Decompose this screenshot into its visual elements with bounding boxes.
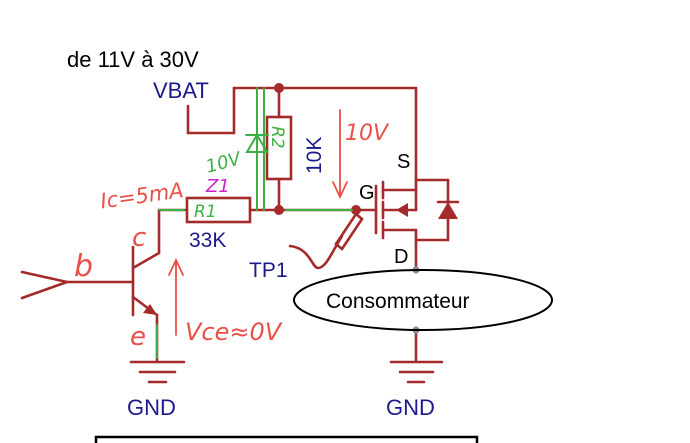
tp1-probe-body — [334, 212, 364, 251]
vce-annotation: Vce≈0V — [185, 318, 283, 346]
drain-label: D — [394, 246, 408, 268]
node-r2-bottom — [274, 205, 284, 215]
npn-emitter-arrow — [143, 304, 157, 315]
base-annotation: b — [74, 249, 93, 284]
mosfet-arrow — [396, 203, 408, 217]
node-gate — [351, 205, 361, 215]
gate-voltage-annotation: 10V — [345, 121, 390, 146]
node-top — [274, 83, 284, 93]
zener-voltage-annotation: 10V — [204, 148, 245, 178]
load-ellipse — [293, 269, 553, 331]
emitter-annotation: e — [130, 322, 146, 352]
base-fork-top — [20, 270, 69, 284]
npn-collector-leg — [131, 251, 161, 270]
voltage-range-label: de 11V à 30V — [67, 47, 199, 72]
diode-triangle — [438, 202, 458, 219]
ic-current-annotation: Ic=5mA — [99, 178, 185, 213]
gate-label: G — [359, 182, 375, 204]
r1-value-label: 33K — [189, 229, 226, 252]
zener-label-annotation: Z1 — [205, 176, 230, 197]
r2-name-label: R2 — [267, 126, 287, 149]
tp1-probe-wire — [288, 234, 344, 270]
gate-voltage-arrow — [332, 109, 348, 200]
r1-name-label: R1 — [194, 202, 217, 222]
filled-shapes — [143, 83, 458, 315]
gnd-right-label: GND — [386, 395, 435, 420]
r2-value-label: 10K — [303, 137, 326, 174]
source-label: S — [397, 151, 410, 173]
zener-symbol — [245, 133, 269, 153]
gnd-left-label: GND — [127, 395, 176, 420]
vbat-label: VBAT — [153, 78, 209, 103]
load-label: Consommateur — [326, 290, 470, 313]
collector-annotation: c — [132, 223, 146, 253]
base-fork-bottom — [20, 280, 69, 300]
tp1-label: TP1 — [249, 259, 288, 282]
annotation-arrows — [168, 109, 348, 336]
r1-body — [185, 196, 252, 224]
green-overlays — [156, 87, 353, 359]
vce-arrow — [168, 257, 184, 336]
bottom-box-edge — [94, 435, 479, 443]
